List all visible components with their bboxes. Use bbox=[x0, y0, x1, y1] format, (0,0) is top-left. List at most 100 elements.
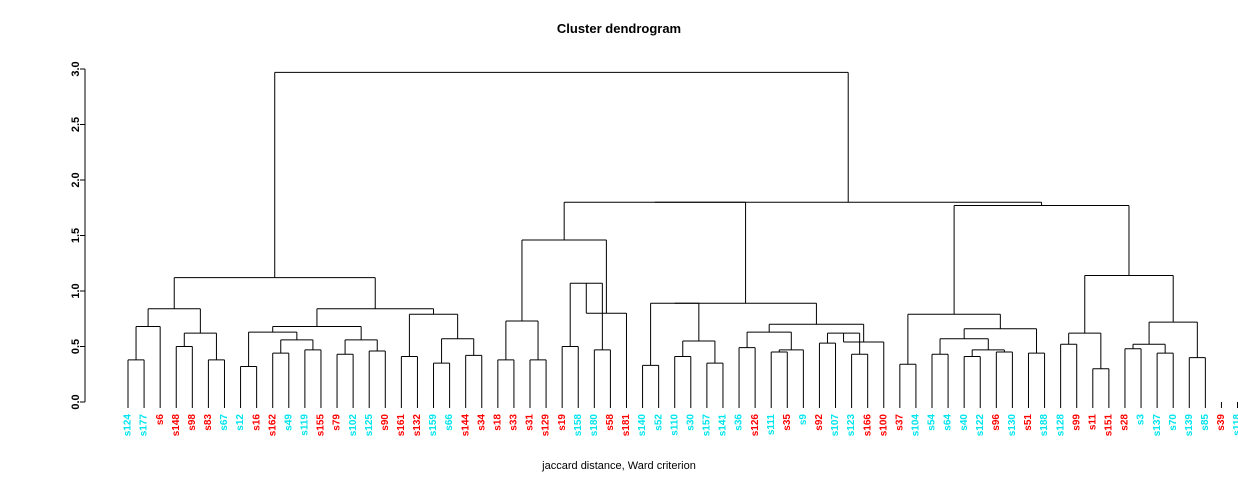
leaf-label: s35 bbox=[782, 414, 793, 431]
y-axis: 0.00.51.01.52.02.53.0 bbox=[70, 61, 86, 410]
leaf-label: s144 bbox=[460, 414, 471, 437]
leaf-label: s11 bbox=[1087, 414, 1098, 431]
leaf-label: s34 bbox=[476, 414, 487, 431]
leaf-label: s122 bbox=[975, 414, 986, 437]
leaf-label: s79 bbox=[332, 414, 343, 431]
y-tick-label: 0.0 bbox=[70, 394, 82, 409]
dendrogram-merge bbox=[963, 355, 981, 402]
leaf-label: s99 bbox=[1071, 414, 1082, 431]
leaf-label: s98 bbox=[187, 414, 198, 431]
dendrogram-merge bbox=[953, 205, 1130, 315]
leaf-label: s37 bbox=[894, 414, 905, 431]
dendrogram-merge bbox=[304, 349, 322, 402]
dendrogram-merge bbox=[147, 308, 201, 334]
dendrogram-merge bbox=[316, 308, 435, 327]
dendrogram-merge bbox=[738, 347, 756, 402]
leaf-label: s96 bbox=[991, 414, 1002, 431]
dendrogram-merge bbox=[907, 313, 1001, 365]
dendrogram-merge bbox=[843, 333, 885, 402]
leaf-label: s125 bbox=[364, 414, 375, 437]
dendrogram-merge bbox=[344, 339, 378, 355]
leaf-label: s129 bbox=[541, 414, 552, 437]
dendrogram-merge bbox=[465, 354, 483, 402]
leaf-label: s12 bbox=[235, 414, 246, 431]
leaf-label: s126 bbox=[750, 414, 761, 437]
leaf-label: s33 bbox=[509, 414, 520, 431]
leaf-label: s40 bbox=[959, 414, 970, 431]
dendrogram-merge bbox=[240, 365, 258, 402]
y-tick-label: 3.0 bbox=[70, 61, 82, 76]
leaf-label: s92 bbox=[814, 414, 825, 431]
leaf-label: s157 bbox=[702, 414, 713, 437]
leaf-label: s188 bbox=[1039, 414, 1050, 437]
dendrogram-merge bbox=[127, 359, 145, 402]
dendrogram-merge bbox=[505, 320, 539, 360]
leaf-label: s148 bbox=[171, 414, 182, 437]
dendrogram-merge bbox=[175, 346, 193, 402]
dendrogram-merge bbox=[408, 313, 459, 357]
leaf-label: s104 bbox=[911, 414, 922, 437]
leaf-label: s141 bbox=[718, 414, 729, 437]
leaf-label: s19 bbox=[557, 414, 568, 431]
dendrogram-merge bbox=[1060, 343, 1078, 402]
dendrogram-merge bbox=[1124, 348, 1142, 402]
dendrogram-merge bbox=[441, 338, 475, 364]
leaf-label: s83 bbox=[203, 414, 214, 431]
leaf-label: s3 bbox=[1136, 414, 1147, 426]
dendrogram-merge bbox=[207, 359, 225, 402]
dendrogram-merge bbox=[778, 349, 804, 402]
leaf-label: s70 bbox=[1168, 414, 1179, 431]
dendrogram-merge bbox=[674, 302, 817, 325]
leaf-label: s100 bbox=[878, 414, 889, 437]
leaf-label: s66 bbox=[444, 414, 455, 431]
leaf-label: s85 bbox=[1200, 414, 1211, 431]
leaf-label: s67 bbox=[219, 414, 230, 431]
leaf-label: s28 bbox=[1120, 414, 1131, 431]
leaf-label: s159 bbox=[428, 414, 439, 437]
leaf-label: s111 bbox=[766, 414, 777, 436]
y-tick-label: 1.0 bbox=[70, 283, 82, 298]
dendrogram-merge bbox=[642, 364, 660, 402]
dendrogram-merge bbox=[674, 355, 692, 402]
dendrogram-merge bbox=[593, 349, 611, 402]
dendrogram-merge bbox=[400, 355, 418, 402]
dendrogram-merge bbox=[563, 201, 747, 304]
leaf-label: s49 bbox=[283, 414, 294, 431]
leaf-label: s102 bbox=[348, 414, 359, 437]
leaf-label: s6 bbox=[155, 414, 166, 426]
dendrogram-merge bbox=[706, 362, 724, 402]
leaf-label: s31 bbox=[525, 414, 536, 431]
dendrogram-merge bbox=[561, 346, 579, 402]
leaf-label: s118 bbox=[1232, 414, 1238, 436]
dendrogram-merge bbox=[682, 340, 716, 364]
dendrogram-merge bbox=[851, 353, 869, 402]
leaf-label: s161 bbox=[396, 414, 407, 437]
dendrogram-merge bbox=[368, 350, 386, 402]
leaf-label: s39 bbox=[1216, 414, 1227, 431]
leaf-label: s36 bbox=[734, 414, 745, 431]
leaf-label: s52 bbox=[653, 414, 664, 431]
leaf-label: s155 bbox=[316, 414, 327, 437]
leaf-label: s151 bbox=[1104, 414, 1115, 437]
dendrogram-merge bbox=[995, 351, 1013, 402]
dendrogram-merge bbox=[529, 359, 547, 402]
dendrogram-merge bbox=[1068, 332, 1102, 369]
dendrogram-merge bbox=[274, 71, 849, 278]
dendrogram-merge bbox=[336, 353, 354, 402]
leaf-label: s64 bbox=[943, 414, 954, 431]
dendrogram-merge bbox=[272, 352, 290, 402]
y-tick-label: 0.5 bbox=[70, 339, 82, 354]
page-title: Cluster dendrogram bbox=[557, 21, 681, 36]
dendrogram-merge bbox=[521, 239, 607, 321]
dendrogram-merge bbox=[433, 362, 451, 402]
leaf-label: s30 bbox=[685, 414, 696, 431]
leaf-label: s16 bbox=[251, 414, 262, 431]
dendrogram-merge bbox=[1148, 321, 1198, 358]
dendrogram-merge bbox=[1188, 357, 1206, 402]
y-tick-label: 1.5 bbox=[70, 228, 82, 243]
leaf-label: s9 bbox=[798, 414, 809, 426]
leaf-label: s124 bbox=[123, 414, 134, 437]
leaf-label: s58 bbox=[605, 414, 616, 431]
y-tick-label: 2.5 bbox=[70, 117, 82, 132]
